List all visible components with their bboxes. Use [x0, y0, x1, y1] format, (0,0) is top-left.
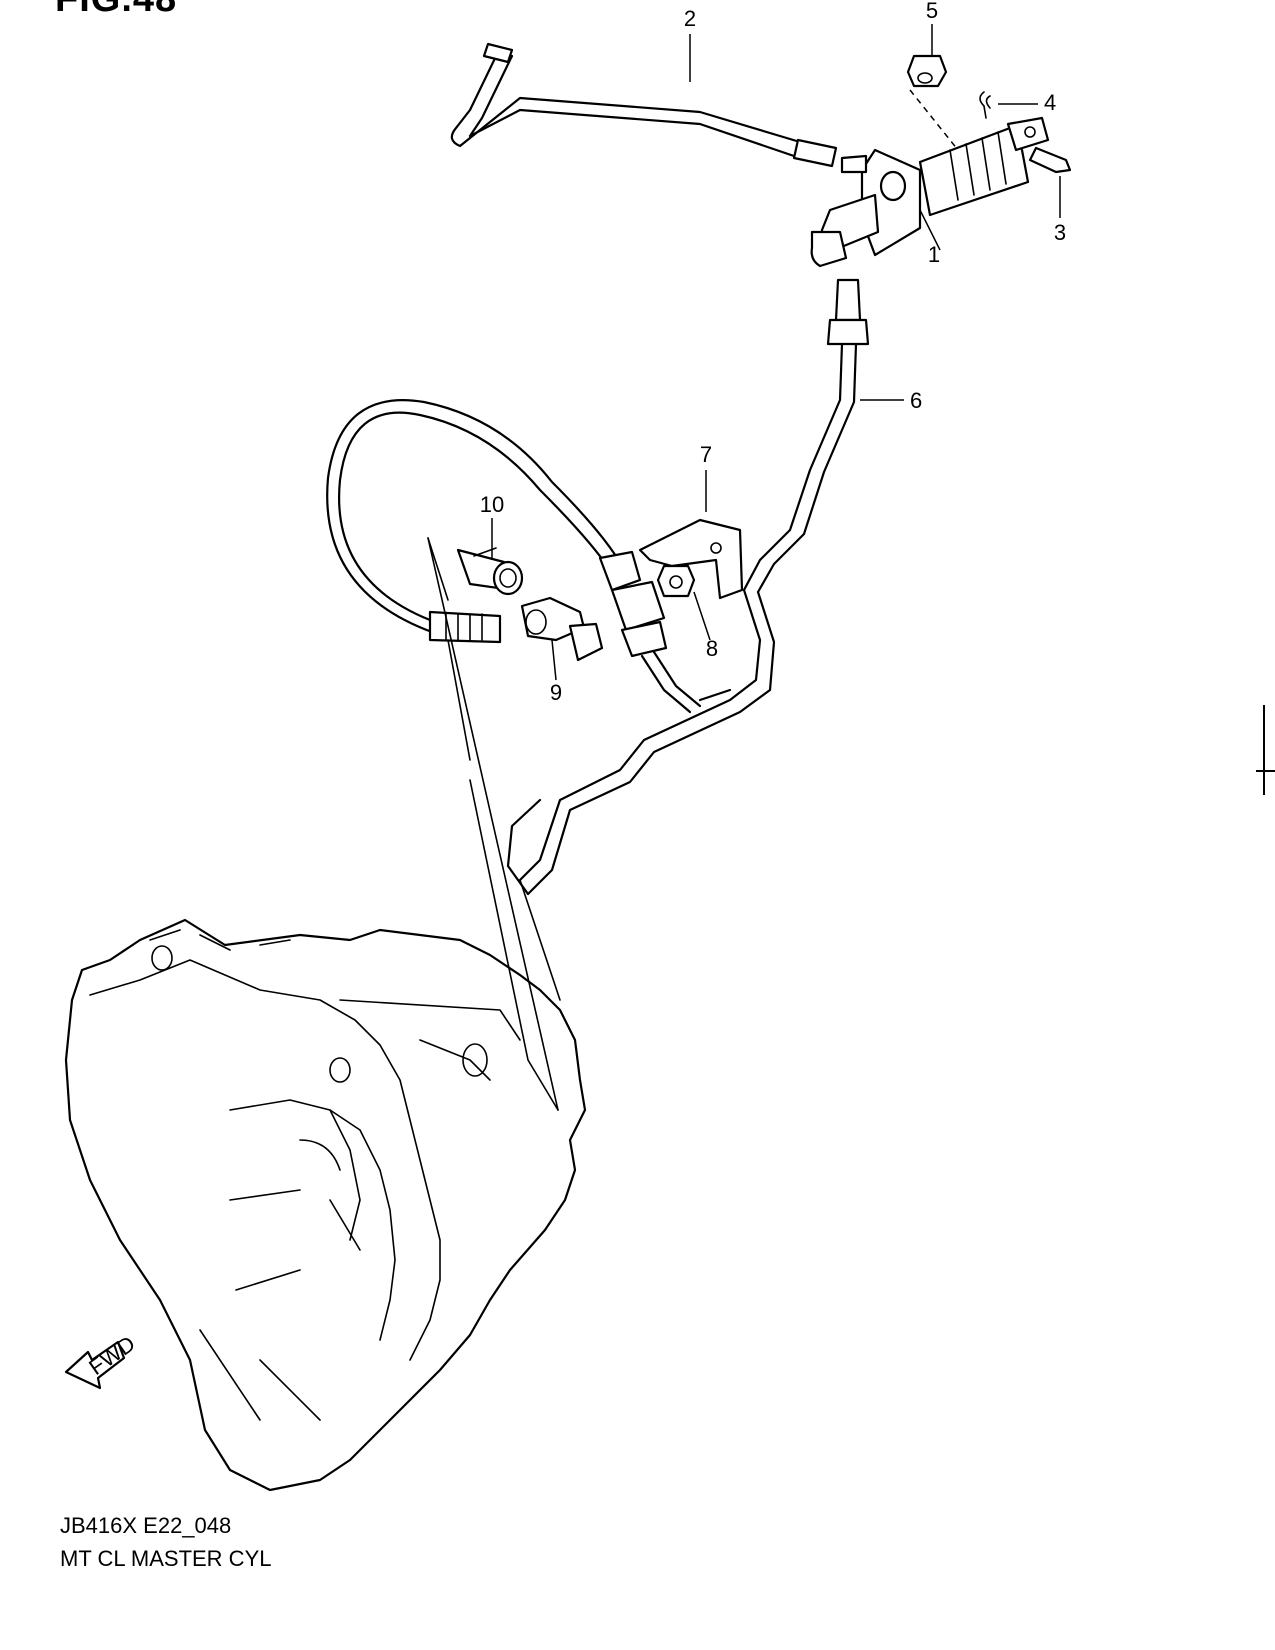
nut-8[interactable] — [656, 564, 696, 598]
figure-name: MT CL MASTER CYL — [60, 1546, 272, 1571]
callout-2: 2 — [684, 6, 696, 31]
page-edge-mark — [1263, 705, 1265, 795]
banjo-fitting[interactable] — [520, 596, 604, 662]
fwd-label: FWD — [84, 1331, 139, 1380]
clutch-pipe[interactable] — [506, 278, 870, 896]
assembly-guide-lines — [427, 537, 561, 1111]
clutch-hose[interactable] — [326, 399, 702, 714]
callout-10: 10 — [480, 492, 504, 517]
hose-bracket[interactable] — [638, 518, 744, 600]
clip[interactable] — [979, 91, 991, 119]
callouts: 1 2 3 4 5 6 7 8 9 10 — [480, 0, 1066, 705]
callout-leaders — [491, 24, 1061, 681]
figure-code: JB416X E22_048 — [60, 1513, 232, 1538]
grommet[interactable] — [456, 547, 524, 596]
callout-3: 3 — [1054, 220, 1066, 245]
page-edge-tick — [1256, 770, 1275, 772]
callout-7: 7 — [700, 442, 712, 467]
callout-8: 8 — [706, 636, 718, 661]
transmission-housing — [64, 918, 587, 1492]
callout-5: 5 — [926, 0, 938, 23]
fwd-arrow-icon: FWD — [64, 1331, 140, 1390]
callout-4: 4 — [1044, 90, 1056, 115]
figure-title: FIG.48 — [55, 0, 177, 21]
callout-9: 9 — [550, 680, 562, 705]
callout-6: 6 — [910, 388, 922, 413]
clevis-pin[interactable] — [1028, 146, 1072, 174]
callout-1: 1 — [928, 242, 940, 267]
reservoir-hose[interactable] — [450, 42, 838, 168]
nut-5[interactable] — [906, 54, 959, 151]
master-cylinder[interactable] — [810, 116, 1050, 268]
